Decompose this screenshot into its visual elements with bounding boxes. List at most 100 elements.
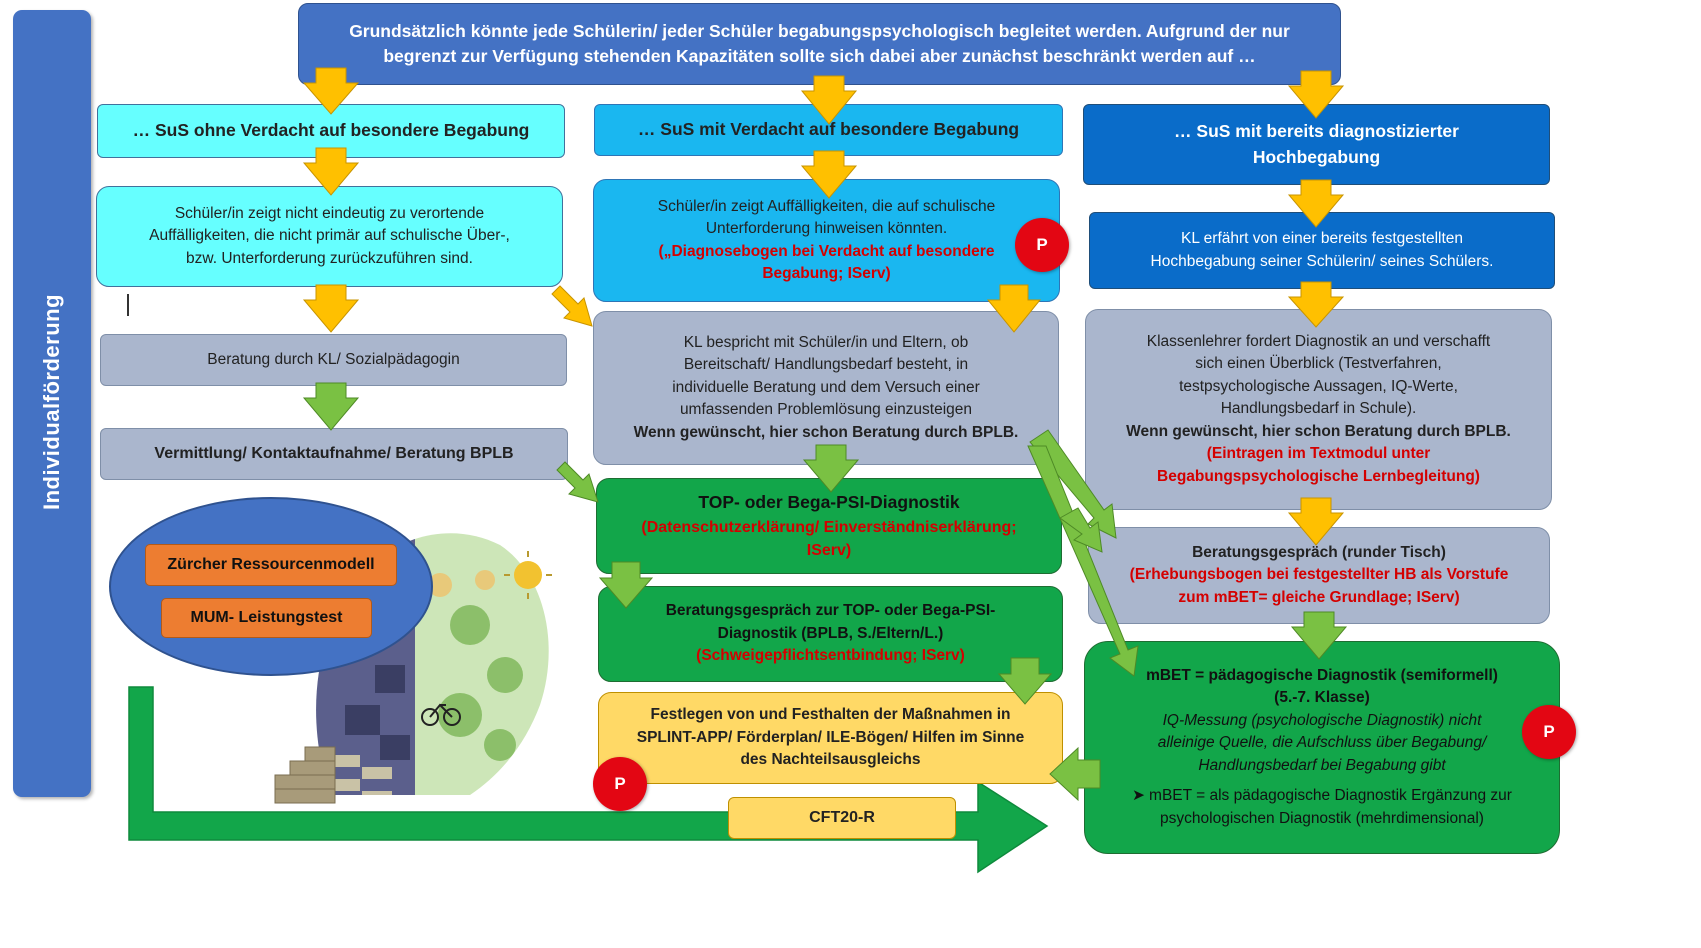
cft20r-label: CFT20-R bbox=[809, 809, 875, 827]
header-box: Grundsätzlich könnte jede Schülerin/ jed… bbox=[298, 3, 1341, 85]
resource-oval bbox=[109, 497, 433, 676]
col3-klassenlehrer-line-4: Handlungsbedarf in Schule). bbox=[1220, 400, 1417, 418]
col2-top-red-2: IServ) bbox=[806, 541, 852, 559]
col3-title-line-2: Hochbegabung bbox=[1252, 146, 1381, 167]
yellow-arrow-down bbox=[800, 75, 858, 125]
col2-desc-box: Schüler/in zeigt Auffälligkeiten, die au… bbox=[593, 179, 1060, 302]
col3-klassenlehrer-line-3: testpsychologische Aussagen, IQ-Werte, bbox=[1179, 377, 1458, 395]
col3-runder-tisch-box: Beratungsgespräch (runder Tisch) (Erhebu… bbox=[1088, 527, 1550, 624]
green-arrow-diagonal bbox=[1059, 507, 1103, 553]
zurcher-ressourcenmodell-box: Zürcher Ressourcenmodell bbox=[145, 544, 397, 586]
col3-klassenlehrer-line-1: Klassenlehrer fordert Diagnostik an und … bbox=[1146, 332, 1491, 350]
col3-runder-tisch-red-2: zum mBET= gleiche Grundlage; IServ) bbox=[1178, 588, 1460, 606]
green-arrow-diagonal bbox=[1027, 445, 1139, 677]
col2-festlegen-box: Festlegen von und Festhalten der Maßnahm… bbox=[598, 692, 1063, 784]
col3-runder-tisch-red-1: (Erhebungsbogen bei festgestellter HB al… bbox=[1129, 566, 1509, 584]
col2-title: … SuS mit Verdacht auf besondere Begabun… bbox=[637, 119, 1020, 140]
arrowhead-bullet-icon: ➤ bbox=[1132, 787, 1146, 805]
green-arrow-left bbox=[1049, 746, 1101, 802]
mum-label: MUM- Leistungstest bbox=[190, 609, 343, 627]
col3-klassenlehrer-bold: Wenn gewünscht, hier schon Beratung durc… bbox=[1126, 422, 1511, 440]
col3-mbet-title-1: mBET = pädagogische Diagnostik (semiform… bbox=[1146, 666, 1498, 684]
col2-kl-box: KL bespricht mit Schüler/in und Eltern, … bbox=[593, 311, 1059, 465]
col3-kl-box: KL erfährt von einer bereits festgestell… bbox=[1089, 212, 1555, 289]
col1-vermittlung: Vermittlung/ Kontaktaufnahme/ Beratung B… bbox=[154, 445, 514, 463]
bicycle-icon bbox=[421, 703, 461, 726]
col2-top-title: TOP- oder Bega-PSI-Diagnostik bbox=[698, 492, 960, 513]
col3-klassenlehrer-red-1: (Eintragen im Textmodul unter bbox=[1206, 445, 1431, 463]
col1-vermittlung-box: Vermittlung/ Kontaktaufnahme/ Beratung B… bbox=[100, 428, 568, 480]
col2-kl-bold: Wenn gewünscht, hier schon Beratung durc… bbox=[633, 423, 1019, 441]
col2-top-box: TOP- oder Bega-PSI-Diagnostik (Datenschu… bbox=[596, 478, 1062, 574]
col2-festlegen-line-1: Festlegen von und Festhalten der Maßnahm… bbox=[650, 706, 1011, 724]
stairs bbox=[274, 746, 336, 804]
yellow-arrow-down bbox=[302, 67, 360, 115]
col2-desc-line-1: Schüler/in zeigt Auffälligkeiten, die au… bbox=[657, 197, 996, 215]
green-arrow-down bbox=[302, 382, 360, 431]
header-line-2: begrenzt zur Verfügung stehenden Kapazit… bbox=[383, 46, 1256, 66]
p-badge-mbet: P bbox=[1522, 705, 1576, 759]
col1-title: … SuS ohne Verdacht auf besondere Begabu… bbox=[132, 120, 530, 141]
col2-desc-line-2: Unterforderung hinweisen könnten. bbox=[705, 220, 948, 238]
col3-mbet-italic-1: IQ-Messung (psychologische Diagnostik) n… bbox=[1162, 711, 1482, 729]
yellow-arrow-down bbox=[1287, 179, 1345, 228]
col1-desc-box: Schüler/in zeigt nicht eindeutig zu vero… bbox=[96, 186, 563, 287]
col3-klassenlehrer-line-2: sich einen Überblick (Testverfahren, bbox=[1195, 355, 1442, 373]
yellow-arrow-down bbox=[1287, 281, 1345, 328]
col3-mbet-bullet-2: psychologischen Diagnostik (mehrdimensio… bbox=[1160, 809, 1484, 827]
yellow-arrow-down bbox=[986, 284, 1042, 333]
p-badge-festlegen: P bbox=[593, 757, 647, 811]
yellow-arrow-down bbox=[1287, 70, 1345, 119]
yellow-arrow-down bbox=[302, 147, 360, 196]
col2-desc-red-2: Begabung; IServ) bbox=[762, 264, 891, 282]
mum-leistungstest-box: MUM- Leistungstest bbox=[161, 598, 372, 638]
col2-beratung-line-2: Diagnostik (BPLB, S./Eltern/L.) bbox=[717, 624, 944, 642]
col2-beratung-red: (Schweigepflichtsentbindung; IServ) bbox=[696, 647, 965, 665]
col3-mbet-bullet-1: ➤ mBET = als pädagogische Diagnostik Erg… bbox=[1132, 785, 1512, 807]
col3-kl-line-1: KL erfährt von einer bereits festgestell… bbox=[1180, 230, 1464, 248]
col3-mbet-italic-2: alleinige Quelle, die Aufschluss über Be… bbox=[1157, 734, 1487, 752]
yellow-arrow-diagonal bbox=[551, 285, 593, 327]
col2-kl-line-2: Bereitschaft/ Handlungsbedarf besteht, i… bbox=[683, 356, 969, 374]
sun-icon bbox=[514, 561, 542, 589]
text-cursor bbox=[127, 294, 129, 316]
col2-desc-red-1: („Diagnosebogen bei Verdacht auf besonde… bbox=[658, 242, 995, 260]
col2-festlegen-line-3: des Nachteilsausgleichs bbox=[740, 751, 921, 769]
col3-mbet-italic-3: Handlungsbedarf bei Begabung gibt bbox=[1198, 756, 1446, 774]
col3-mbet-bullet-text-1: mBET = als pädagogische Diagnostik Ergän… bbox=[1149, 787, 1512, 805]
green-arrow-diagonal bbox=[1029, 429, 1117, 539]
col3-klassenlehrer-box: Klassenlehrer fordert Diagnostik an und … bbox=[1085, 309, 1552, 510]
green-arrow-down bbox=[802, 444, 860, 493]
col3-title-line-1: … SuS mit bereits diagnostizierter bbox=[1174, 121, 1459, 142]
green-arrow-diagonal bbox=[556, 461, 599, 503]
col2-kl-line-4: umfassenden Problemlösung einzusteigen bbox=[679, 401, 973, 419]
green-arrow-down bbox=[598, 561, 654, 609]
p-badge-col2: P bbox=[1015, 218, 1069, 272]
yellow-arrow-down bbox=[800, 150, 858, 199]
col3-kl-line-2: Hochbegabung seiner Schülerin/ seines Sc… bbox=[1150, 252, 1494, 270]
col1-beratung: Beratung durch KL/ Sozialpädagogin bbox=[207, 350, 460, 368]
col3-mbet-box: mBET = pädagogische Diagnostik (semiform… bbox=[1084, 641, 1560, 854]
yellow-arrow-down bbox=[302, 284, 360, 333]
col2-top-red-1: (Datenschutzerklärung/ Einverständniserk… bbox=[641, 518, 1017, 536]
col2-festlegen-line-2: SPLINT-APP/ Förderplan/ ILE-Bögen/ Hilfe… bbox=[636, 728, 1025, 746]
col1-desc-line-2: Auffälligkeiten, die nicht primär auf sc… bbox=[149, 227, 510, 245]
zurcher-label: Zürcher Ressourcenmodell bbox=[167, 556, 375, 574]
green-arrow-down bbox=[1290, 611, 1348, 660]
col1-desc-line-1: Schüler/in zeigt nicht eindeutig zu vero… bbox=[174, 204, 485, 222]
col3-klassenlehrer-red-2: Begabungspsychologische Lernbegleitung) bbox=[1157, 467, 1480, 485]
col1-desc-line-3: bzw. Unterforderung zurückzuführen sind. bbox=[186, 249, 473, 267]
sidebar-individualfoerderung bbox=[13, 10, 91, 797]
col3-title-box: … SuS mit bereits diagnostizierter Hochb… bbox=[1083, 104, 1550, 185]
col3-mbet-title-2: (5.-7. Klasse) bbox=[1274, 689, 1370, 707]
col3-runder-tisch-title: Beratungsgespräch (runder Tisch) bbox=[1192, 543, 1446, 561]
header-line-1: Grundsätzlich könnte jede Schülerin/ jed… bbox=[349, 20, 1290, 41]
yellow-arrow-down bbox=[1287, 497, 1345, 546]
col2-kl-line-1: KL bespricht mit Schüler/in und Eltern, … bbox=[683, 333, 969, 351]
col2-beratung-line-1: Beratungsgespräch zur TOP- oder Bega-PSI… bbox=[665, 602, 996, 620]
col2-kl-line-3: individuelle Beratung und dem Versuch ei… bbox=[672, 378, 980, 396]
green-arrow-down bbox=[997, 657, 1053, 705]
col2-beratung-box: Beratungsgespräch zur TOP- oder Bega-PSI… bbox=[598, 586, 1063, 682]
cft20r-box: CFT20-R bbox=[728, 797, 956, 839]
